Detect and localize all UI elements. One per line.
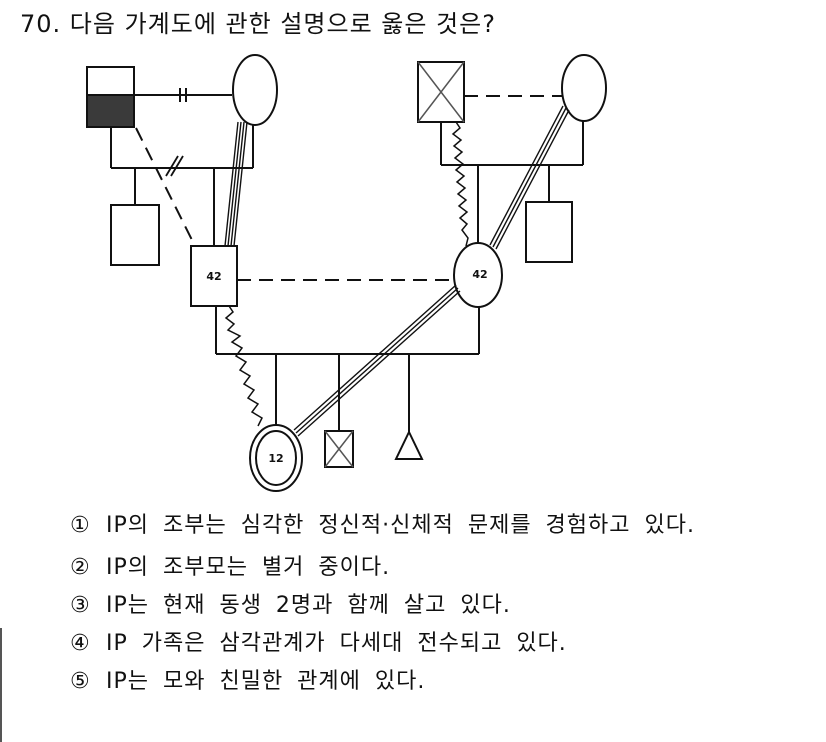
maternal-grandfather-symbol	[417, 61, 465, 123]
question-title: 70. 다음 가계도에 관한 설명으로 옳은 것은?	[20, 10, 496, 38]
deceased-sibling-symbol	[324, 430, 354, 468]
option-5-text: IP는 모와 친밀한 관계에 있다.	[106, 669, 426, 694]
option-4-text: IP 가족은 삼각관계가 다세대 전수되고 있다.	[106, 631, 567, 656]
option-3-number: ③	[70, 593, 91, 618]
mother-age: 42	[472, 268, 487, 281]
ip-age: 12	[268, 452, 283, 465]
ip-symbol	[249, 424, 303, 492]
left-margin-line	[0, 628, 2, 742]
option-2-text: IP의 조부모는 별거 중이다.	[106, 555, 391, 580]
option-4[interactable]: ④ IP 가족은 삼각관계가 다세대 전수되고 있다.	[70, 626, 790, 662]
paternal-uncle-symbol	[110, 204, 160, 266]
option-3[interactable]: ③ IP는 현재 동생 2명과 함께 살고 있다.	[70, 588, 790, 624]
father-age: 42	[206, 270, 221, 283]
option-5[interactable]: ⑤ IP는 모와 친밀한 관계에 있다.	[70, 664, 790, 700]
paternal-grandmother-symbol	[232, 54, 278, 126]
paternal-grandfather-symbol	[86, 66, 135, 128]
maternal-uncle-symbol	[525, 201, 573, 263]
option-2[interactable]: ② IP의 조부모는 별거 중이다.	[70, 550, 790, 586]
option-1-number: ①	[70, 513, 91, 538]
answer-options: ① IP의 조부는 심각한 정신적·신체적 문제를 경험하고 있다. ② IP의…	[70, 508, 790, 702]
option-3-text: IP는 현재 동생 2명과 함께 살고 있다.	[106, 593, 511, 618]
option-5-number: ⑤	[70, 669, 91, 694]
father-symbol	[190, 245, 238, 307]
option-1-text: IP의 조부는 심각한 정신적·신체적 문제를 경험하고 있다.	[106, 513, 695, 538]
pregnancy-triangle-symbol	[394, 429, 424, 460]
option-1[interactable]: ① IP의 조부는 심각한 정신적·신체적 문제를 경험하고 있다.	[70, 508, 790, 544]
option-2-number: ②	[70, 555, 91, 580]
option-4-number: ④	[70, 631, 91, 656]
genogram-diagram: 42 42 12	[86, 54, 607, 492]
